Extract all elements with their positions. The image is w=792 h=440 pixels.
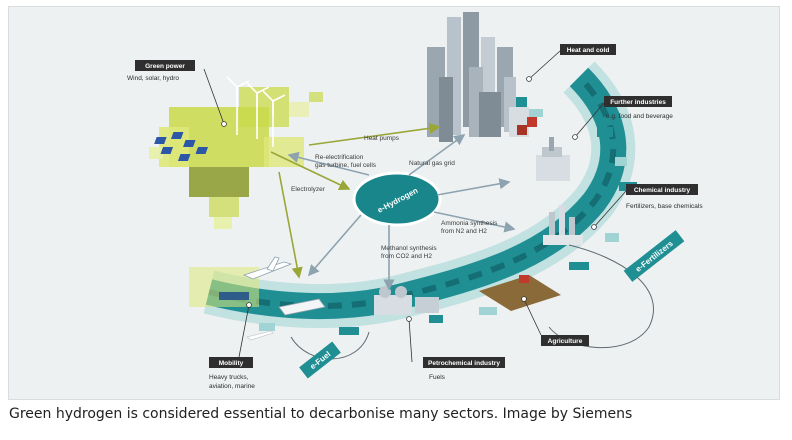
label-chemical-industry: Chemical industry Fertilizers, base chem… bbox=[591, 184, 703, 230]
heat-cold-title: Heat and cold bbox=[567, 47, 610, 54]
green-power-note: Wind, solar, hydro bbox=[127, 75, 179, 82]
chemical-industry-note: Fertilizers, base chemicals bbox=[626, 203, 703, 210]
e-fertilizers-band: e-Fertilizers bbox=[623, 230, 685, 282]
label-mobility: Mobility Heavy trucks, aviation, marine bbox=[209, 302, 255, 390]
infographic-frame: e-Hydrogen Heat pumps Re-electrification… bbox=[8, 6, 780, 400]
natural-gas-grid-label: Natural gas grid bbox=[409, 160, 455, 167]
label-petrochemical: Petrochemical industry Fuels bbox=[406, 316, 505, 381]
hydrogen-infographic: e-Hydrogen Heat pumps Re-electrification… bbox=[127, 12, 703, 390]
refinery-icon bbox=[374, 286, 439, 315]
ammonia-synthesis-sublabel: from N2 and H2 bbox=[441, 228, 487, 235]
image-caption: Green hydrogen is considered essential t… bbox=[9, 406, 633, 422]
petrochemical-note: Fuels bbox=[429, 374, 446, 381]
flow-arrows bbox=[270, 122, 516, 291]
reelectrification-sublabel: gas turbine, fuel cells bbox=[315, 162, 377, 169]
further-industries-title: Further industries bbox=[610, 99, 666, 106]
methanol-synthesis-label: Methanol synthesis bbox=[381, 245, 437, 252]
green-power-title: Green power bbox=[145, 63, 185, 70]
heat-pumps-label: Heat pumps bbox=[364, 135, 400, 142]
chemical-plant-icon bbox=[543, 205, 583, 245]
solar-panels-icon bbox=[154, 132, 209, 161]
mobility-title: Mobility bbox=[219, 360, 244, 367]
wind-turbines-icon bbox=[226, 76, 286, 147]
label-heat-cold: Heat and cold bbox=[526, 44, 616, 82]
methanol-synthesis-sublabel: from CO2 and H2 bbox=[381, 253, 432, 260]
petrochemical-title: Petrochemical industry bbox=[428, 360, 500, 367]
reelectrification-label: Re-electrification bbox=[315, 154, 364, 161]
factory-icon bbox=[536, 137, 570, 181]
further-industries-note: e.g. food and beverage bbox=[606, 113, 673, 120]
label-agriculture: Agriculture bbox=[521, 296, 589, 346]
mobility-vehicles bbox=[189, 256, 326, 341]
e-fuel-band: e-Fuel bbox=[299, 341, 341, 379]
ammonia-synthesis-label: Ammonia synthesis bbox=[441, 220, 498, 227]
e-hydrogen-hub: e-Hydrogen bbox=[352, 171, 442, 227]
city-buildings bbox=[427, 12, 537, 142]
label-further-industries: Further industries e.g. food and beverag… bbox=[572, 96, 673, 140]
flow-labels: Heat pumps Re-electrification gas turbin… bbox=[291, 135, 498, 260]
chemical-industry-title: Chemical industry bbox=[634, 187, 691, 194]
electrolyzer-label: Electrolyzer bbox=[291, 186, 326, 193]
label-green-power: Green power Wind, solar, hydro bbox=[127, 60, 227, 127]
mobility-note-line1: Heavy trucks, bbox=[209, 374, 249, 381]
e-fertilizers-label: e-Fertilizers bbox=[634, 239, 675, 274]
mobility-note-line2: aviation, marine bbox=[209, 383, 255, 390]
agriculture-title: Agriculture bbox=[548, 338, 583, 345]
farm-field-icon bbox=[479, 275, 561, 311]
green-power-area bbox=[149, 87, 323, 229]
